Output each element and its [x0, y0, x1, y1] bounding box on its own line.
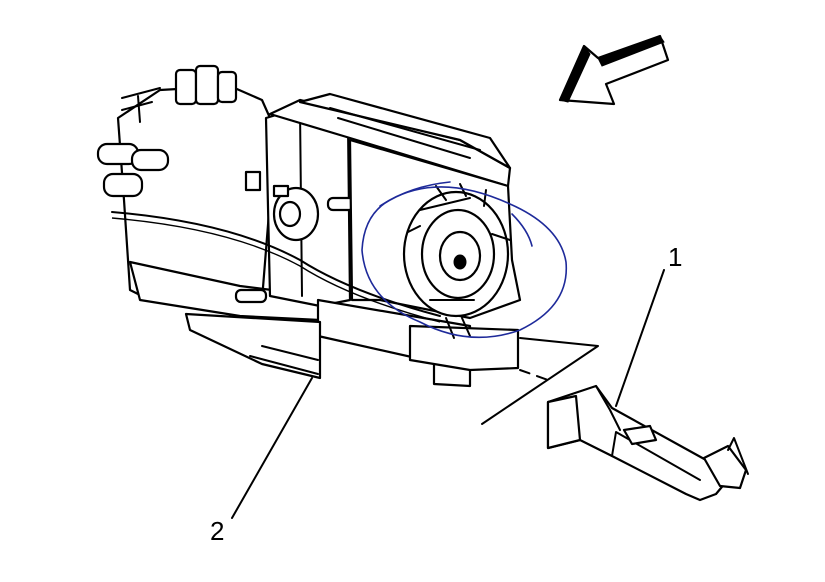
projection-lines — [481, 337, 599, 425]
leader-line-1 — [615, 269, 665, 407]
callout-1: 1 — [668, 242, 682, 272]
leader-line-2 — [231, 377, 313, 519]
hand-drawn-circle-annotation — [361, 181, 568, 339]
direction-arrow-icon — [558, 34, 670, 106]
heater-core-pipes — [96, 142, 170, 198]
blower-motor — [402, 183, 511, 339]
rear-duct-part — [546, 384, 749, 502]
actuator-motor — [272, 184, 320, 242]
callout-2: 2 — [210, 516, 224, 546]
